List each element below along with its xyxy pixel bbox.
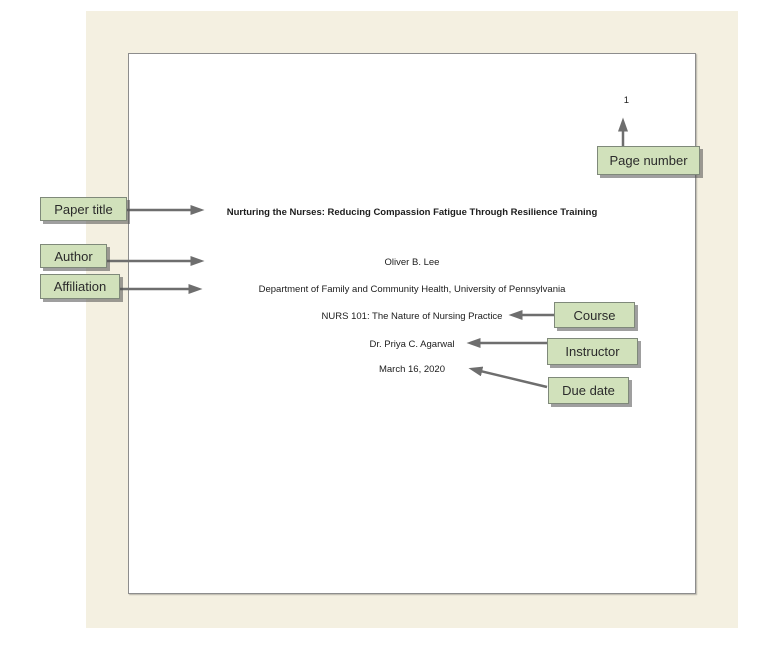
callout-course: Course	[554, 302, 635, 328]
callout-due-date-label: Due date	[562, 383, 615, 398]
callout-instructor: Instructor	[547, 338, 638, 365]
affiliation-text: Department of Family and Community Healt…	[258, 284, 566, 295]
due-date-text: March 16, 2020	[378, 364, 445, 375]
callout-page-number: Page number	[597, 146, 700, 175]
page-number-value: 1	[623, 95, 629, 106]
course-text: NURS 101: The Nature of Nursing Practice	[321, 311, 503, 322]
callout-author: Author	[40, 244, 107, 268]
callout-page-number-label: Page number	[609, 153, 688, 168]
instructor-text: Dr. Priya C. Agarwal	[369, 339, 455, 350]
callout-paper-title-label: Paper title	[54, 201, 113, 217]
callout-affiliation-label: Affiliation	[53, 279, 107, 294]
callout-course-label: Course	[573, 307, 616, 323]
callout-instructor-label: Instructor	[565, 344, 620, 359]
paper-title-text: Nurturing the Nurses: Reducing Compassio…	[226, 207, 598, 218]
callout-paper-title: Paper title	[40, 197, 127, 221]
callout-affiliation: Affiliation	[40, 274, 120, 299]
callout-author-label: Author	[54, 248, 93, 264]
callout-due-date: Due date	[548, 377, 629, 404]
author-text: Oliver B. Lee	[384, 257, 440, 268]
